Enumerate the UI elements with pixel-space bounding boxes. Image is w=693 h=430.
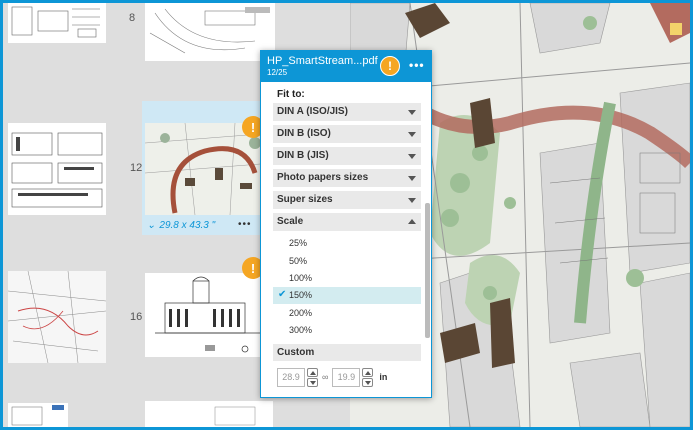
page-number: 16 <box>130 311 143 323</box>
warning-icon: ! <box>242 257 264 279</box>
chevron-up-icon <box>408 219 416 224</box>
page-thumbnail[interactable] <box>8 123 106 215</box>
custom-size-inputs: 28.9 ∞ 19.9 in <box>277 367 387 387</box>
fit-to-label: Fit to: <box>277 89 305 100</box>
fit-to-list: DIN A (ISO/JIS) DIN B (ISO) DIN B (JIS) … <box>269 103 424 393</box>
scale-option[interactable]: 50% <box>289 256 308 266</box>
width-stepper[interactable] <box>307 367 318 387</box>
chevron-down-icon <box>408 110 416 115</box>
chevron-down-icon <box>408 132 416 137</box>
group-photo-papers[interactable]: Photo papers sizes <box>273 169 421 187</box>
stepper-up-icon[interactable] <box>307 367 318 377</box>
page-size-label[interactable]: ⌄29.8 x 43.3 " <box>147 220 216 231</box>
page-thumbnail[interactable] <box>8 403 68 427</box>
group-din-a[interactable]: DIN A (ISO/JIS) <box>273 103 421 121</box>
chevron-down-icon <box>408 154 416 159</box>
page-thumbnail-selected[interactable] <box>145 123 273 215</box>
custom-height-input[interactable]: 19.9 <box>332 367 361 387</box>
warning-icon[interactable]: ! <box>380 56 400 76</box>
check-icon: ✔ <box>278 289 287 300</box>
group-super-sizes[interactable]: Super sizes <box>273 191 421 209</box>
popup-scrollbar[interactable] <box>425 203 430 338</box>
page-thumbnail[interactable] <box>145 401 273 427</box>
page-counter: 12/25 <box>267 68 288 77</box>
fit-to-popup: HP_SmartStream...pdf 12/25 ! ••• Fit to:… <box>260 50 432 398</box>
page-number: 12 <box>130 162 143 174</box>
group-din-b-iso[interactable]: DIN B (ISO) <box>273 125 421 143</box>
popup-header: HP_SmartStream...pdf 12/25 ! ••• <box>261 51 431 82</box>
scale-option[interactable]: 100% <box>289 273 313 283</box>
file-name: HP_SmartStream...pdf <box>267 55 378 67</box>
page-thumbnail[interactable] <box>8 3 106 43</box>
unit-label: in <box>379 372 388 382</box>
chevron-down-icon: ⌄ <box>147 220 156 231</box>
chevron-down-icon <box>408 198 416 203</box>
stepper-up-icon[interactable] <box>362 367 374 377</box>
stepper-down-icon[interactable] <box>307 377 318 387</box>
page-thumbnail[interactable] <box>145 3 275 61</box>
link-icon[interactable]: ∞ <box>322 372 329 382</box>
height-stepper[interactable] <box>362 367 374 387</box>
warning-icon: ! <box>242 116 264 138</box>
group-scale[interactable]: Scale <box>273 213 421 231</box>
custom-width-input[interactable]: 28.9 <box>277 367 305 387</box>
scale-option-selected[interactable]: ✔150% <box>273 287 421 304</box>
page-number: 8 <box>129 12 136 24</box>
stepper-down-icon[interactable] <box>362 377 374 387</box>
scale-option[interactable]: 25% <box>289 238 308 248</box>
more-options-icon[interactable]: ••• <box>409 58 425 72</box>
page-thumbnail[interactable] <box>145 273 273 357</box>
scale-option[interactable]: 200% <box>289 308 313 318</box>
custom-size-header[interactable]: Custom <box>273 344 421 361</box>
group-din-b-jis[interactable]: DIN B (JIS) <box>273 147 421 165</box>
thumbnail-more-icon[interactable]: ••• <box>238 219 252 230</box>
scale-option[interactable]: 300% <box>289 325 313 335</box>
page-thumbnail[interactable] <box>8 271 106 363</box>
chevron-down-icon <box>408 176 416 181</box>
